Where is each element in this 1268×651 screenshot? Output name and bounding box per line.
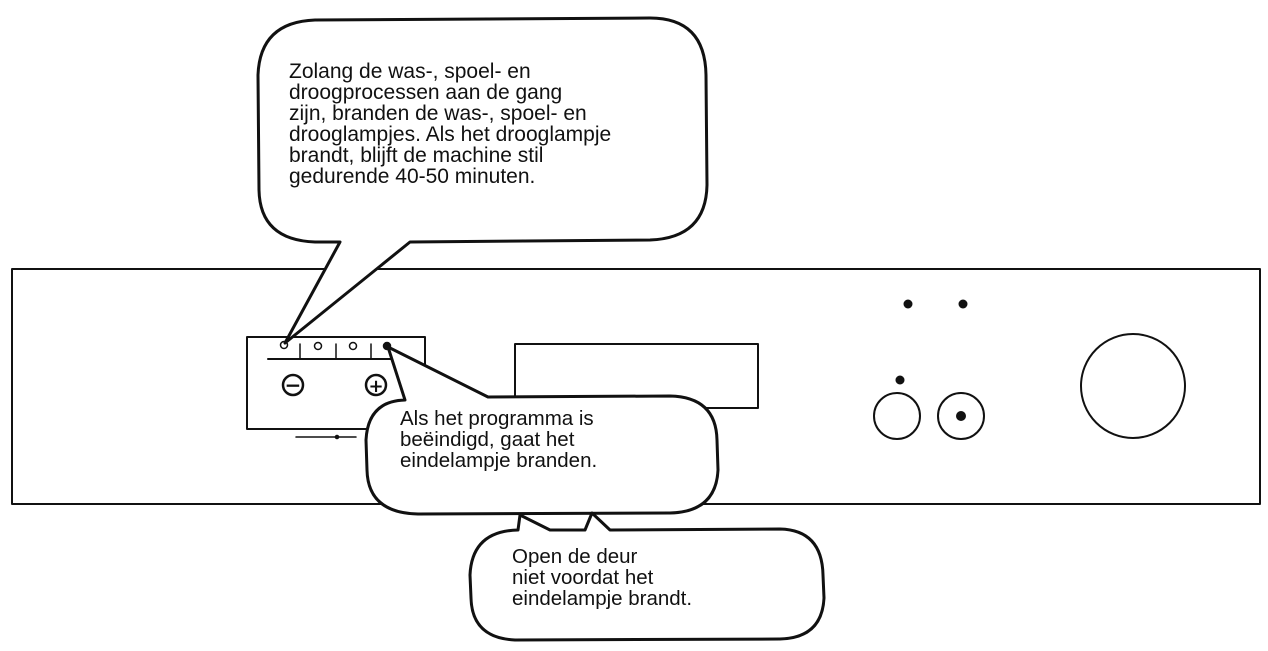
callout-middle-line: eindelampje branden. [400,449,598,472]
rinse-lamp-icon [313,341,323,351]
callout-top-line: brandt, blijft de machine stil [289,144,544,167]
callout-bottom-line: eindelampje brandt. [512,587,693,610]
plus-button[interactable]: + [364,373,388,397]
program-selector-knob[interactable] [1080,333,1186,439]
minus-button-ring [281,373,305,397]
callout-middle-text: Als het programma is beëindigd, gaat het… [400,408,597,471]
callout-top-line: Zolang de was-, spoel- en [289,60,531,83]
callout-bottom-line: niet voordat het [512,566,654,589]
callout-top-line: gedurende 40-50 minuten. [289,165,536,188]
start-button-dot [956,411,966,421]
callout-top-line: droogprocessen aan de gang [289,81,563,104]
wash-lamp-icon [279,340,289,350]
indicator-dot-left [903,299,913,309]
callout-middle-line: Als het programma is [400,407,594,430]
callout-bubble-middle [364,345,720,516]
power-button[interactable] [873,392,921,440]
callout-top-line: zijn, branden de was-, spoel- en [289,102,587,125]
indicator-dot-right [958,299,968,309]
small-scale-dot [334,434,340,440]
start-button[interactable] [937,392,985,440]
minus-symbol: − [285,373,302,397]
indicator-light-block: − + [246,336,426,440]
callout-bubble-top [256,16,709,345]
callout-top-text: Zolang de was-, spoel- en droogprocessen… [289,61,611,187]
dry-lamp-icon [348,341,358,351]
button-indicator-dot [895,375,905,385]
callout-top-line: drooglampjes. Als het drooglampje [289,123,612,146]
callout-bubble-bottom [468,511,826,642]
callout-bottom-line: Open de deur [512,545,638,568]
plus-symbol: + [368,376,383,397]
callout-bottom-text: Open de deur niet voordat het eindelampj… [512,546,692,609]
plus-button-ring [364,373,388,397]
callout-middle-line: beëindigd, gaat het [400,428,575,451]
minus-button[interactable]: − [281,373,305,397]
